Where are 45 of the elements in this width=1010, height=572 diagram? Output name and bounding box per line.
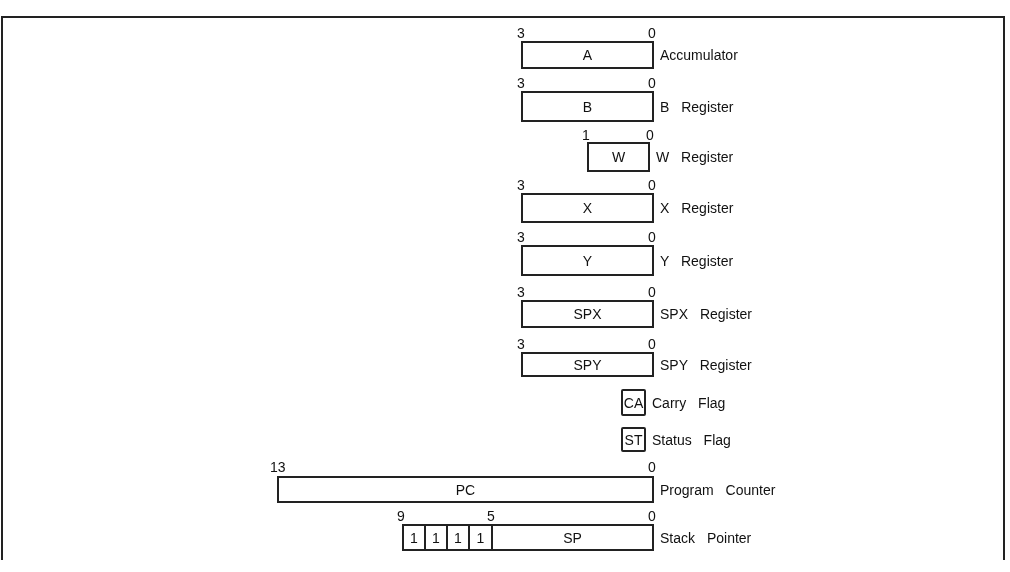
register-box: X [521, 193, 654, 223]
bit-number: 3 [517, 337, 525, 351]
register-description: Y Register [660, 252, 734, 269]
bit-number: 3 [517, 285, 525, 299]
register-description: SPX Register [660, 306, 753, 322]
bit-number: 13 [270, 460, 286, 474]
bit-number: 0 [648, 337, 656, 351]
bit-number: 0 [648, 76, 656, 90]
register-box: SPX [521, 300, 654, 328]
register-box: PC [277, 476, 654, 503]
register-description: Stack Pointer [660, 529, 752, 546]
bit-number: 0 [648, 230, 656, 244]
flag-box: ST [621, 427, 646, 452]
bit-number: 3 [517, 230, 525, 244]
register-description: Program Counter [660, 481, 776, 498]
bit-number: 0 [648, 26, 656, 40]
bit-number: 0 [648, 285, 656, 299]
register-box: SP [491, 524, 654, 551]
flag-box: CA [621, 389, 646, 416]
bit-cell: 1 [424, 524, 448, 551]
register-box: SPY [521, 352, 654, 377]
register-box: B [521, 91, 654, 122]
register-description: X Register [660, 200, 734, 216]
bit-number: 3 [517, 26, 525, 40]
bit-number: 1 [582, 128, 590, 142]
register-description: Carry Flag [652, 394, 726, 411]
register-box: A [521, 41, 654, 69]
bit-cell: 1 [446, 524, 470, 551]
bit-number: 0 [648, 509, 656, 523]
register-box: W [587, 142, 650, 172]
bit-cell: 1 [402, 524, 426, 551]
register-description: Accumulator [660, 47, 738, 63]
bit-number: 9 [397, 509, 405, 523]
bit-number: 0 [646, 128, 654, 142]
bit-number: 0 [648, 178, 656, 192]
bit-number: 5 [487, 509, 495, 523]
register-description: SPY Register [660, 356, 752, 373]
bit-number: 0 [648, 460, 656, 474]
register-description: W Register [656, 149, 734, 165]
register-box: Y [521, 245, 654, 276]
register-description: B Register [660, 98, 734, 115]
bit-cell: 1 [468, 524, 493, 551]
bit-number: 3 [517, 178, 525, 192]
bit-number: 3 [517, 76, 525, 90]
register-description: Status Flag [652, 431, 731, 448]
